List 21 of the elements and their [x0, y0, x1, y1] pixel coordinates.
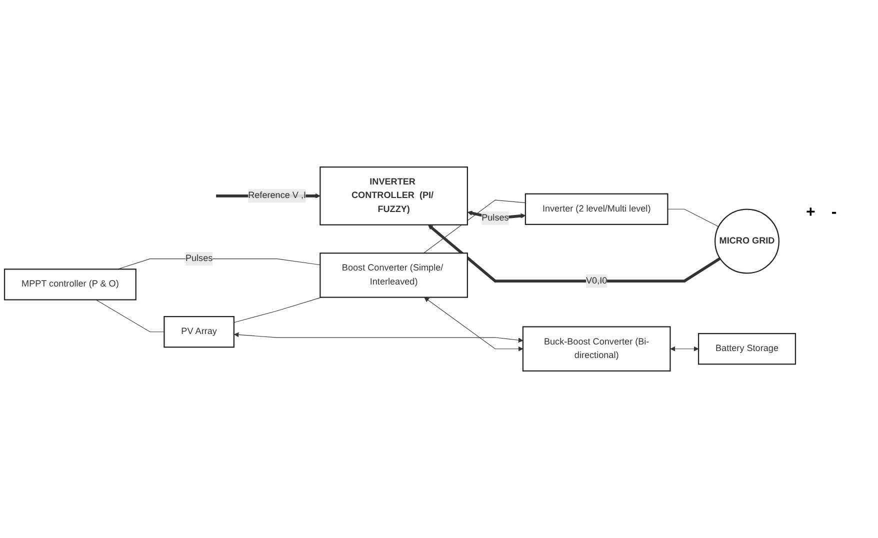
node-box: Boost Converter (Simple/ Interleaved) [320, 252, 468, 298]
edge-label: Reference V ,I [248, 190, 306, 200]
node-circle: MICRO GRID [714, 208, 780, 274]
node-box: Battery Storage [698, 333, 796, 365]
arrow [234, 332, 524, 343]
edge-label: Pulses [185, 254, 213, 264]
arrow [424, 297, 524, 352]
connector [667, 208, 719, 227]
node-box: INVERTER CONTROLLER (PI/ FUZZY) [320, 166, 468, 226]
edge-label: V0,I0 [586, 276, 608, 286]
arrow [670, 346, 699, 352]
connector [96, 299, 164, 332]
terminal-sign: - [831, 204, 837, 222]
node-box: PV Array [164, 316, 234, 348]
node-box: MPPT controller (P & O) [4, 268, 136, 300]
connector [234, 297, 322, 323]
terminal-sign: + [806, 204, 816, 222]
edge-label: Pulses [482, 213, 509, 223]
node-box: Inverter (2 level/Multi level) [524, 193, 668, 225]
arrow [428, 224, 721, 282]
node-box: Buck-Boost Converter (Bi-directional) [522, 326, 671, 372]
